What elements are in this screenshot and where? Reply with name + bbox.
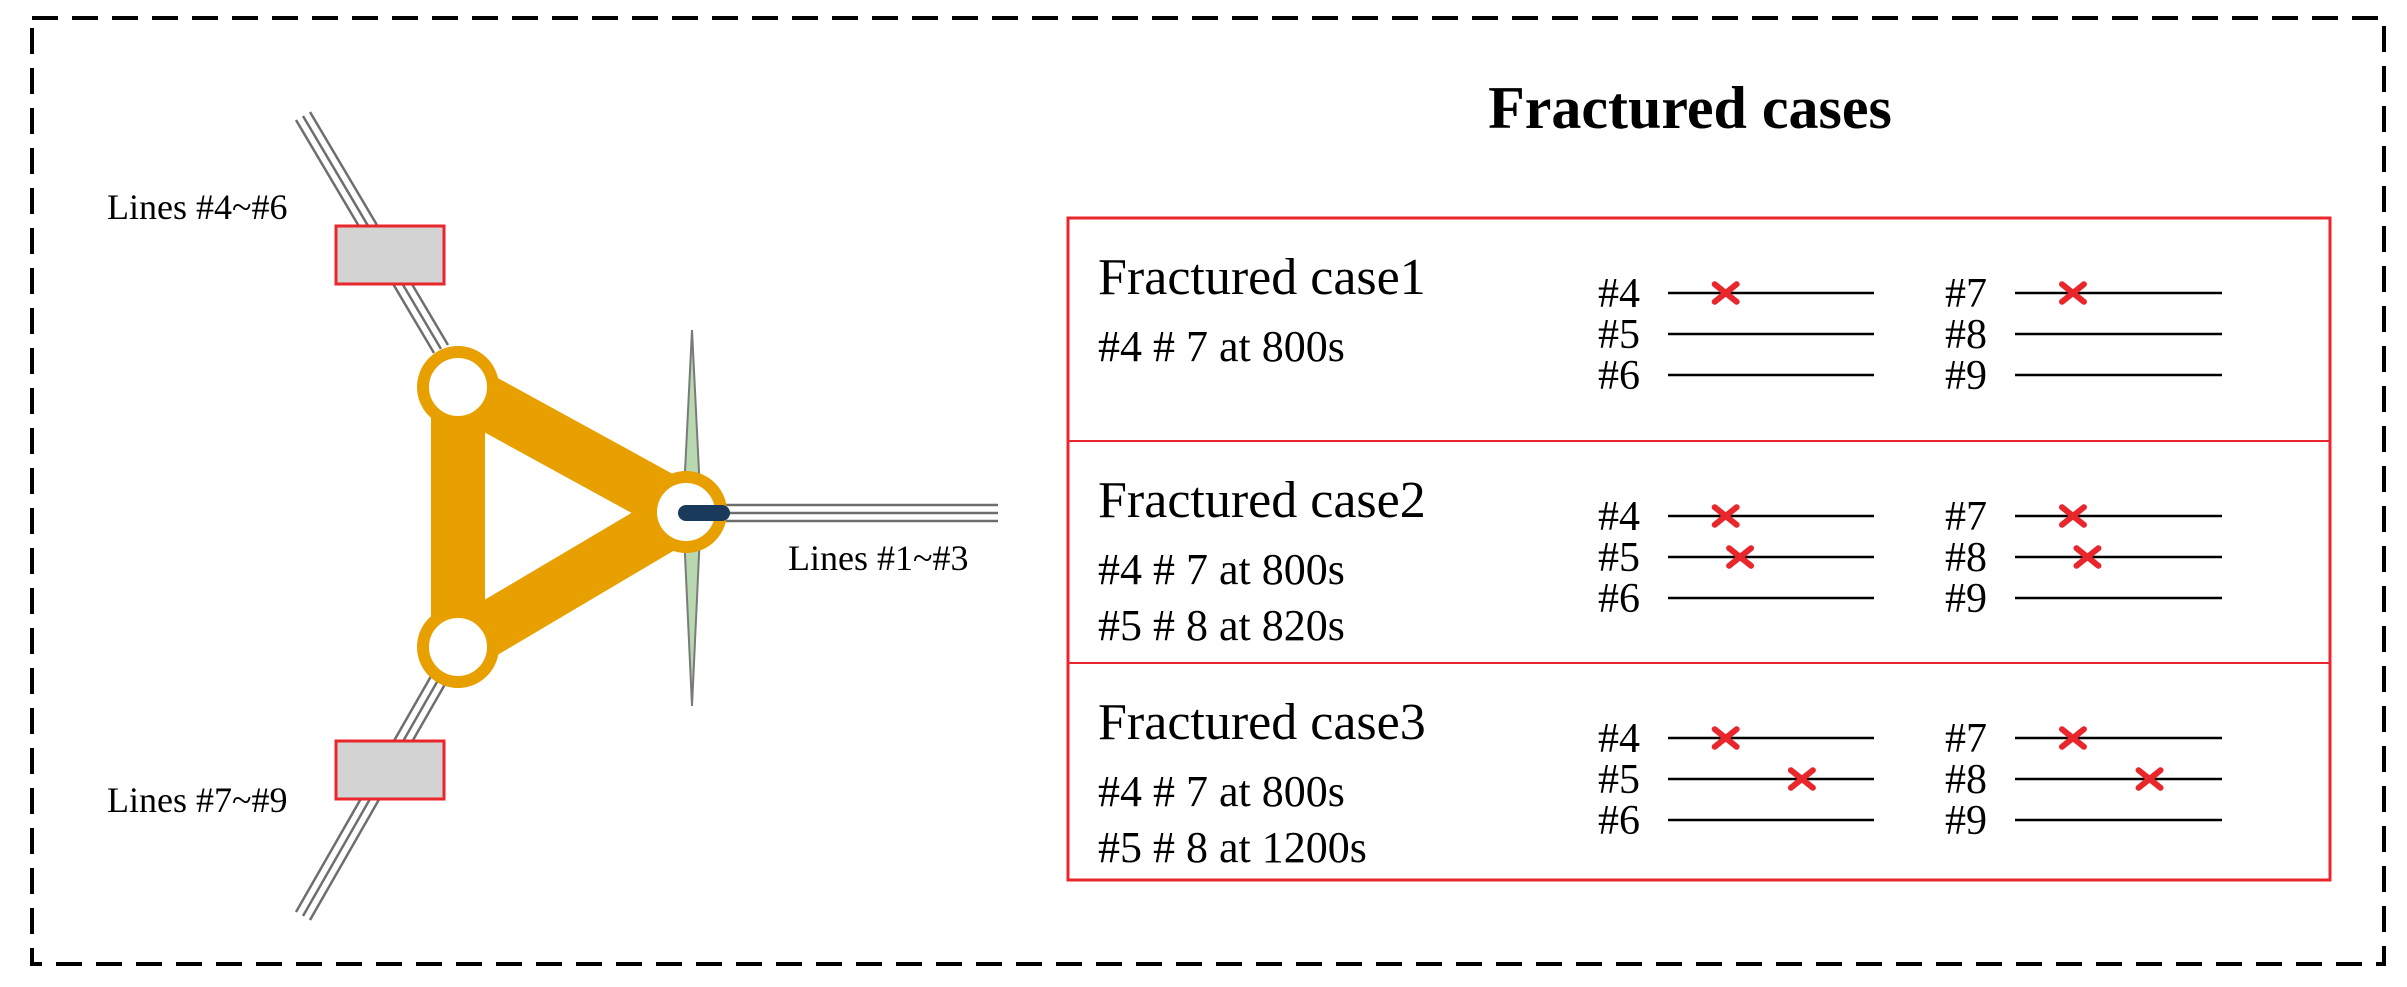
case-row-3: Fractured case3 #4 # 7 at 800s #5 # 8 at 1… (1098, 694, 2222, 872)
case-event: #4 # 7 at 800s (1098, 767, 1345, 816)
fairlead-box-lower (334, 739, 446, 801)
platform-column-lower (417, 606, 499, 688)
line-label: #8 (1945, 535, 1987, 581)
line-label: #6 (1598, 576, 1640, 622)
fairlead-box-upper (334, 224, 446, 286)
line-label: #8 (1945, 757, 1987, 803)
case-event: #5 # 8 at 820s (1098, 601, 1345, 650)
outer-dashed-frame (30, 16, 2386, 966)
line-label: #6 (1598, 798, 1640, 844)
line-label: #5 (1598, 757, 1640, 803)
platform-sketch: Lines #4~#6 Lines #1~#3 Lines #7~#9 (107, 111, 998, 921)
cases-table-border (1066, 216, 2332, 882)
diagram-title: Fractured cases (1488, 75, 1892, 141)
fracture-marker (1711, 504, 1740, 528)
lines-lower-label: Lines #7~#9 (107, 780, 287, 820)
case-event: #4 # 7 at 800s (1098, 322, 1345, 371)
line-label: #8 (1945, 312, 1987, 358)
fracture-marker (2058, 281, 2087, 305)
cases-table (1066, 216, 2332, 882)
lines-upper-label: Lines #4~#6 (107, 187, 287, 227)
platform-pontoons (431, 360, 713, 674)
line-label: #9 (1945, 576, 1987, 622)
line-label: #4 (1598, 271, 1640, 317)
line-label: #6 (1598, 353, 1640, 399)
line-label: #7 (1945, 494, 1987, 540)
lines-right-label: Lines #1~#3 (788, 538, 968, 578)
case-title: Fractured case3 (1098, 694, 1426, 751)
case-title: Fractured case1 (1098, 249, 1426, 306)
fracture-marker (2058, 504, 2087, 528)
fracture-marker (1787, 767, 1816, 791)
case-row-2: Fractured case2 #4 # 7 at 800s #5 # 8 at 8… (1098, 472, 2222, 650)
case-row-1: Fractured case1 #4 # 7 at 800s #4#5#6 #7#8#… (1098, 249, 2222, 399)
case-event: #5 # 8 at 1200s (1098, 823, 1367, 872)
case-event: #4 # 7 at 800s (1098, 545, 1345, 594)
fracture-marker (2135, 767, 2164, 791)
line-label: #9 (1945, 798, 1987, 844)
case-title: Fractured case2 (1098, 472, 1426, 529)
line-label: #4 (1598, 716, 1640, 762)
line-label: #7 (1945, 716, 1987, 762)
line-label: #7 (1945, 271, 1987, 317)
cases-layer: Fractured case1#4 # 7 at 800s#4#5#6#7#8#… (1098, 249, 2222, 872)
fracture-marker (2073, 545, 2102, 569)
fracture-marker (1711, 281, 1740, 305)
fracture-marker (1726, 545, 1755, 569)
fracture-marker (2058, 726, 2087, 750)
line-label: #5 (1598, 535, 1640, 581)
mooring-lines-right (720, 503, 998, 523)
fracture-marker (1711, 726, 1740, 750)
line-label: #5 (1598, 312, 1640, 358)
platform-column-upper (417, 346, 499, 428)
line-label: #9 (1945, 353, 1987, 399)
line-label: #4 (1598, 494, 1640, 540)
